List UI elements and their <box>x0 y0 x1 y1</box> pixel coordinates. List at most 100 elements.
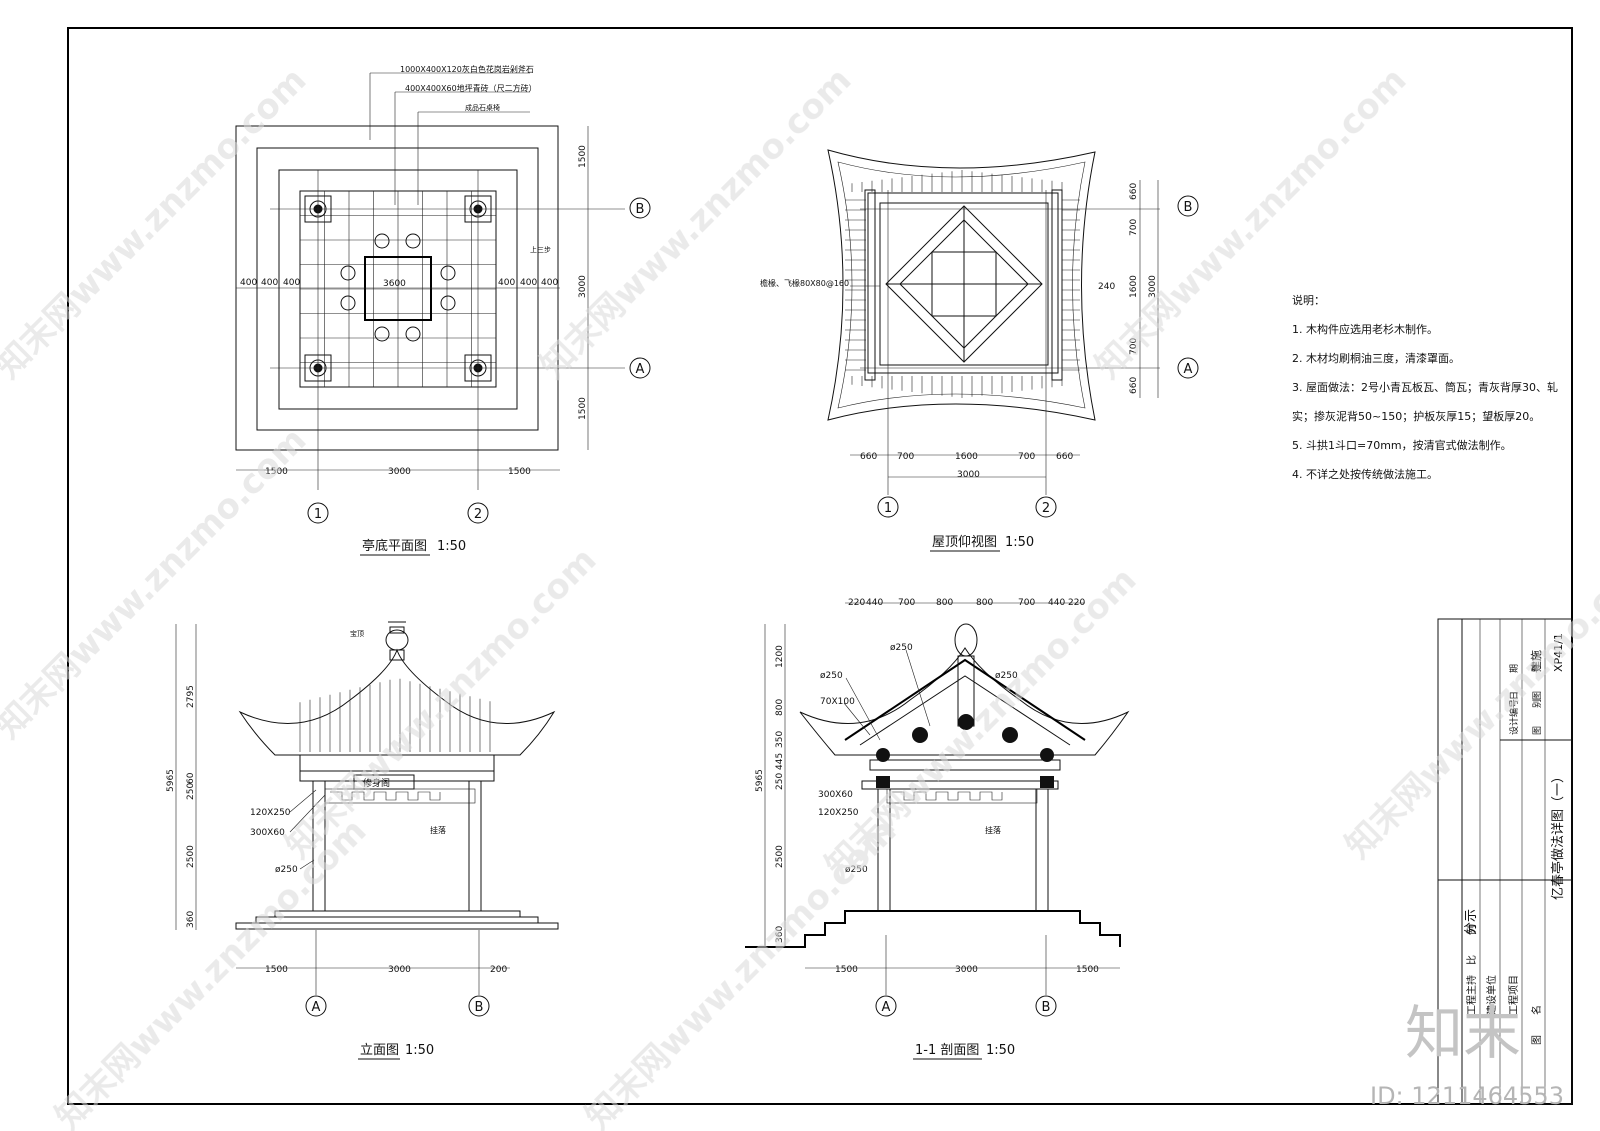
sec-dim-top-1: 220 <box>848 598 865 608</box>
roof-dim-v-3: 1600 <box>1129 275 1139 298</box>
sec-dim-top-2: 440 <box>866 598 883 608</box>
roof-dim-v-total: 3000 <box>1148 275 1158 298</box>
elev-dim-b-3: 200 <box>490 965 507 975</box>
plan-dim-left-1: 400 <box>240 278 257 288</box>
roof-dim-v-2: 700 <box>1129 219 1139 236</box>
plan-dim-left-2: 400 <box>261 278 278 288</box>
roof-rafter-label: 檐椽、飞椽80X80@160 <box>760 278 849 288</box>
elev-dim-v-4: 2500 <box>186 845 196 868</box>
tb-right-3: 图 别 <box>1532 699 1543 735</box>
elev-scale: 1:50 <box>405 1043 434 1058</box>
plan-dim-b-1: 1500 <box>265 467 288 477</box>
roof-title: 屋顶仰视图 <box>932 535 997 550</box>
tb-right-1: 设计编号 <box>1508 699 1520 735</box>
roof-dim-b-2: 700 <box>897 452 914 462</box>
note-3b: 实；掺灰泥背50~150；护板灰厚15；望板厚20。 <box>1292 409 1540 423</box>
sheet-border <box>67 27 1573 1105</box>
sec-dim-total: 5965 <box>755 769 765 792</box>
roof-dim-b-1: 660 <box>860 452 877 462</box>
sec-axis-a: A <box>882 1000 891 1015</box>
plan-view: B A 1 2 1000X400X120灰白色花岗岩剁斧石 400X400X60… <box>235 64 651 556</box>
roof-axis-1: 1 <box>884 501 892 516</box>
tb-sheet-no: XP41/1 <box>1552 633 1565 672</box>
watermark-2: 知末网www.znzmo.com <box>533 60 859 386</box>
roof-dim-v-4: 700 <box>1129 338 1139 355</box>
sec-dim-top-6: 700 <box>1018 598 1035 608</box>
sec-dim-v-4: 445 <box>775 753 785 770</box>
plan-callout-2: 400X400X60地坪青砖（尺二方砖） <box>405 83 537 93</box>
watermarks: 知末网www.znzmo.com 知末网www.znzmo.com 知末网www… <box>0 60 1600 1131</box>
plan-axis-a: A <box>636 362 645 377</box>
sec-dim-v-1: 1200 <box>775 645 785 668</box>
plan-dim-v-2: 3000 <box>578 275 588 298</box>
sec-dim-top-3: 700 <box>898 598 915 608</box>
plan-dim-right-2: 400 <box>520 278 537 288</box>
watermark-1: 知末网www.znzmo.com <box>0 60 314 386</box>
roof-axis-b: B <box>1184 200 1193 215</box>
roof-dim-240: 240 <box>1098 282 1115 292</box>
notes: 说明： 1. 木构件应选用老杉木制作。 2. 木材均刷桐油三度，清漆罩面。 3.… <box>1292 293 1558 481</box>
tb-category: 建施 <box>1529 650 1543 672</box>
note-1: 1. 木构件应选用老杉木制作。 <box>1292 322 1438 336</box>
note-3a: 3. 屋面做法：2号小青瓦板瓦、筒瓦；青灰背厚30、轧 <box>1292 380 1558 394</box>
elev-dim-v-3: 250 <box>186 783 196 800</box>
elev-title: 立面图 <box>360 1043 399 1058</box>
tb-row-1: 工程主持 <box>1465 975 1478 1015</box>
tb-row-3: 建设单位 <box>1485 975 1498 1015</box>
tb-right-4: 图 号 <box>1532 664 1543 700</box>
elev-hanging-label: 挂落 <box>430 825 446 835</box>
plan-axis-b: B <box>636 202 645 217</box>
sec-hanging-label: 挂落 <box>985 825 1001 835</box>
plan-dim-left-3: 400 <box>283 278 300 288</box>
elev-dim-total: 5965 <box>166 769 176 792</box>
elev-label-board: 300X60 <box>250 828 285 838</box>
elev-dim-b-2: 3000 <box>388 965 411 975</box>
watermark-5: 知末网www.znzmo.com <box>278 540 604 866</box>
plan-dim-b-2: 3000 <box>388 467 411 477</box>
plan-dim-right-1: 400 <box>498 278 515 288</box>
plan-dim-b-3: 1500 <box>508 467 531 477</box>
notes-heading: 说明： <box>1292 293 1325 307</box>
sec-dim-v-3: 350 <box>775 731 785 748</box>
elev-dim-v-1: 2795 <box>186 685 196 708</box>
note-5: 5. 斗拱1斗口=70mm，按清官式做法制作。 <box>1292 438 1512 452</box>
sec-label-3: ø250 <box>995 671 1018 681</box>
sec-dim-v-5: 250 <box>775 773 785 790</box>
section: 220 440 700 800 800 700 440 220 ø250 ø25… <box>745 598 1130 1060</box>
watermark-4: 知末网www.znzmo.com <box>0 420 314 746</box>
watermark-id: ID: 1211464553 <box>1370 1082 1564 1110</box>
stone-table <box>364 256 432 321</box>
roof-dim-b-total: 3000 <box>957 470 980 480</box>
sec-dim-top-4: 800 <box>936 598 953 608</box>
elev-dim-b-1: 1500 <box>265 965 288 975</box>
plan-table-dim: 3600 <box>383 279 406 289</box>
tb-right-2: 日 期 <box>1509 664 1520 700</box>
elev-dim-v-2: 60 <box>186 772 196 784</box>
elev-label-column: ø250 <box>275 865 298 875</box>
roof-axis-a: A <box>1184 362 1193 377</box>
plan-dim-v-1: 1500 <box>578 145 588 168</box>
roof-dim-b-3: 1600 <box>955 452 978 462</box>
sec-label-5: 300X60 <box>818 790 853 800</box>
roof-dim-b-5: 660 <box>1056 452 1073 462</box>
plan-callout-1: 1000X400X120灰白色花岗岩剁斧石 <box>400 64 534 74</box>
plan-step-label: 上三步 <box>530 245 551 254</box>
sec-dim-top-8: 220 <box>1068 598 1085 608</box>
note-4: 4. 不详之处按传统做法施工。 <box>1292 467 1438 481</box>
sec-dim-b-3: 1500 <box>1076 965 1099 975</box>
sec-dim-v-6: 2500 <box>775 845 785 868</box>
roof-view: B A 1 2 檐椽、飞椽80X80@160 660 700 1600 700 … <box>760 149 1199 552</box>
sec-scale: 1:50 <box>986 1043 1015 1058</box>
watermark-logo: 知末 <box>1405 999 1521 1067</box>
note-2: 2. 木材均刷桐油三度，清漆罩面。 <box>1292 351 1460 365</box>
sec-dim-top-7: 440 <box>1048 598 1065 608</box>
roof-dim-b-4: 700 <box>1018 452 1035 462</box>
elev-plaque: 修身阁 <box>363 777 390 789</box>
tb-row-2: 比 例 <box>1465 925 1478 965</box>
roof-dim-v-5: 660 <box>1129 377 1139 394</box>
sec-label-1: ø250 <box>890 643 913 653</box>
roof-scale: 1:50 <box>1005 535 1034 550</box>
plan-dim-right-3: 400 <box>541 278 558 288</box>
watermark-8: 知末网www.znzmo.com <box>48 811 374 1131</box>
